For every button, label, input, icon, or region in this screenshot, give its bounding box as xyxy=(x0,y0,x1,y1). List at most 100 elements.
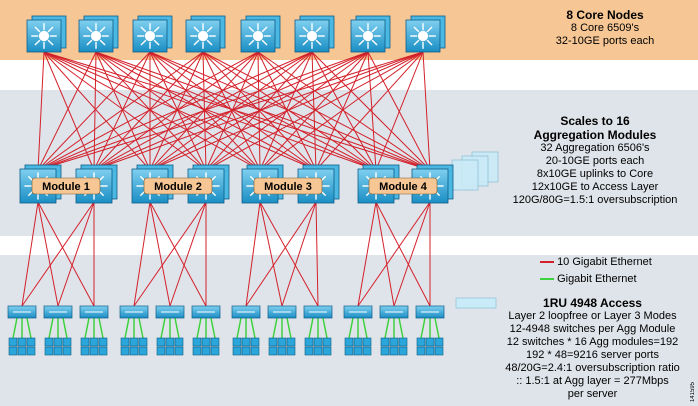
link-10ge xyxy=(95,51,151,171)
server-icon xyxy=(156,337,166,347)
switch-arrow xyxy=(261,39,268,46)
server-icon xyxy=(174,337,184,347)
module-label: Module 2 xyxy=(154,181,202,193)
multilayer-switch-icon xyxy=(132,15,173,53)
server-icon xyxy=(17,346,27,356)
module-label: Module 1 xyxy=(42,181,90,193)
workgroup-switch-icon xyxy=(155,305,185,319)
access-line: 48/20G=2.4:1 oversubscription ratio xyxy=(505,362,680,374)
switch-arrow xyxy=(426,26,433,33)
legend-label: 10 Gigabit Ethernet xyxy=(557,256,652,268)
link-ge xyxy=(322,317,328,339)
link-10ge xyxy=(95,51,207,171)
link-10ge xyxy=(245,201,261,307)
link-10ge xyxy=(357,201,431,307)
link-10ge xyxy=(375,201,431,307)
switch-arrow xyxy=(34,26,41,33)
link-10ge xyxy=(43,51,207,171)
link-10ge xyxy=(133,201,151,307)
server-icon xyxy=(26,346,36,356)
switch-arrow xyxy=(140,26,147,33)
server-icon xyxy=(344,346,354,356)
link-10ge xyxy=(37,51,369,171)
server-icon xyxy=(286,346,296,356)
server-icon xyxy=(322,337,332,347)
core-description: 8 Core Nodes 8 Core 6509's 32-10GE ports… xyxy=(520,8,690,48)
server-icon xyxy=(380,337,390,347)
server-icon xyxy=(304,337,314,347)
link-10ge xyxy=(259,201,319,307)
link-10ge xyxy=(37,51,204,171)
switch-arrow xyxy=(206,39,213,46)
link-10ge xyxy=(149,201,171,307)
workgroup-switch-icon xyxy=(267,305,297,319)
link-10ge xyxy=(37,51,151,171)
workgroup-switch-icon xyxy=(119,305,149,319)
access-layer-band xyxy=(0,255,698,406)
switch-arrow xyxy=(34,39,41,46)
link-10ge xyxy=(281,201,317,307)
module-label-box xyxy=(31,177,101,195)
switch-arrow xyxy=(86,26,93,33)
access-line: per server xyxy=(567,388,618,400)
switch-arrow xyxy=(206,26,213,33)
server-icon xyxy=(362,346,372,356)
link-10ge xyxy=(57,201,95,307)
switch-arrow xyxy=(426,39,433,46)
server-icon xyxy=(389,346,399,356)
server-icon xyxy=(156,346,166,356)
server-icon xyxy=(80,346,90,356)
server-icon xyxy=(389,337,399,347)
server-icon xyxy=(44,337,54,347)
multilayer-switch-icon xyxy=(405,15,446,53)
access-line: 12-4948 switches per Agg Module xyxy=(509,323,676,335)
server-icon xyxy=(380,346,390,356)
module-label-box xyxy=(368,177,438,195)
switch-arrow xyxy=(261,26,268,33)
server-icon xyxy=(434,337,444,347)
workgroup-switch-icon xyxy=(191,305,221,319)
link-ge xyxy=(434,317,440,339)
switch-arrow xyxy=(315,26,322,33)
switch-arrow xyxy=(315,39,322,46)
aggregation-line: 8x10GE uplinks to Core xyxy=(536,168,654,180)
link-10ge xyxy=(43,51,377,171)
link-ge xyxy=(210,317,216,339)
link-ge xyxy=(384,317,390,339)
link-10ge xyxy=(43,51,261,171)
switch-arrow xyxy=(302,26,309,33)
server-icon xyxy=(17,337,27,347)
link-ge xyxy=(26,317,32,339)
link-ge xyxy=(138,317,144,339)
link-ge xyxy=(236,317,242,339)
access-line: :: 1.5:1 at Agg layer = 277Mbps xyxy=(516,375,669,387)
link-10ge xyxy=(95,51,377,171)
link-10ge xyxy=(315,201,319,307)
multilayer-switch-icon xyxy=(185,15,226,53)
server-icon xyxy=(192,337,202,347)
server-icon xyxy=(344,337,354,347)
link-ge xyxy=(398,317,404,339)
link-10ge xyxy=(315,51,424,171)
workgroup-switch-icon xyxy=(43,305,73,319)
link-10ge xyxy=(37,51,259,171)
link-10ge xyxy=(357,201,377,307)
workgroup-switch-icon xyxy=(379,305,409,319)
access-description: 1RU 4948 Access Layer 2 loopfree or Laye… xyxy=(495,296,690,401)
server-icon xyxy=(250,337,260,347)
switch-arrow xyxy=(99,26,106,33)
switch-arrow xyxy=(99,39,106,46)
switch-arrow xyxy=(413,39,420,46)
switch-hub xyxy=(197,30,209,42)
link-10ge xyxy=(149,51,317,171)
aggregation-title-line: Scales to 16 xyxy=(560,114,630,128)
server-icon xyxy=(120,337,130,347)
server-icon xyxy=(165,346,175,356)
module-label: Module 4 xyxy=(379,181,428,193)
link-10ge xyxy=(43,51,151,171)
aggregation-line: 20-10GE ports each xyxy=(545,155,645,167)
link-10ge xyxy=(93,51,424,171)
legend-swatch-red xyxy=(540,261,554,264)
switch-arrow xyxy=(302,39,309,46)
link-10ge xyxy=(149,51,424,171)
